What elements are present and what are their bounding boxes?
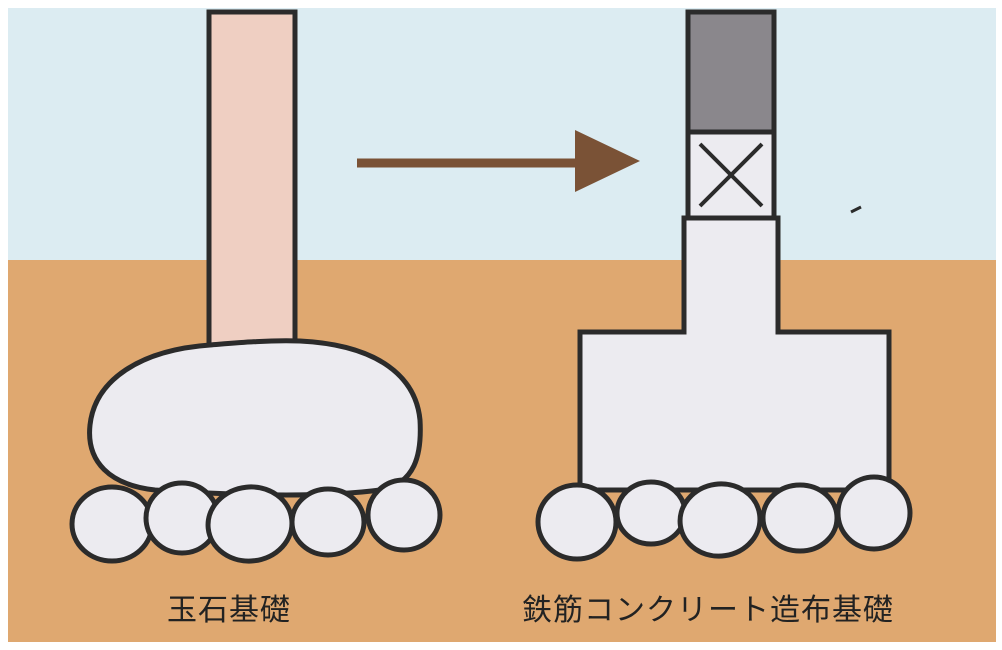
rubble-stone (535, 482, 619, 562)
rc-strip-foundation-label: 鉄筋コンクリート造布基礎 (522, 593, 894, 628)
cross-hatched-sill-icon (685, 129, 777, 221)
rubble-stone (835, 474, 913, 552)
rubble-stone (69, 484, 155, 564)
rubble-stone (365, 477, 443, 553)
stray-mark (850, 205, 862, 214)
left-rubble-stones (69, 477, 443, 564)
left-boulder (87, 338, 423, 498)
rubble-stone (677, 481, 763, 559)
rubble-stone (289, 486, 367, 558)
left-wooden-post (206, 9, 298, 351)
stone-foundation-label: 玉石基礎 (167, 593, 291, 628)
right-arrow-icon (357, 130, 640, 192)
right-rubble-stones (535, 474, 913, 562)
sky-area (8, 8, 996, 263)
right-upper-post (685, 9, 777, 135)
rubble-stone (614, 479, 688, 547)
rubble-stone (760, 482, 840, 554)
